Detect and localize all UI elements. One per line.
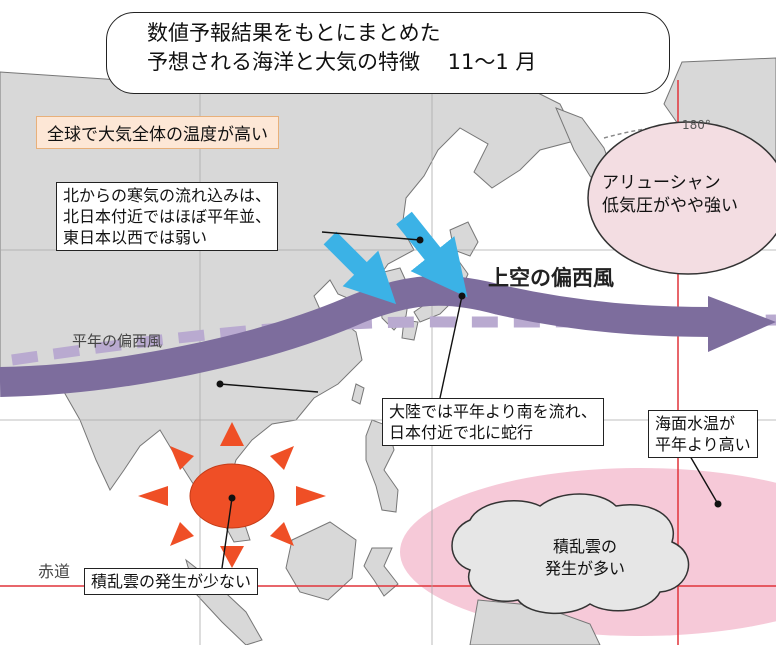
jet-stream-arrow	[0, 275, 713, 397]
convection-high-label: 積乱雲の 発生が多い	[540, 536, 630, 579]
global-note-text: 全球で大気全体の温度が高い	[47, 125, 268, 145]
cold-air-arrow	[323, 231, 397, 305]
convection-low-text: 積乱雲の発生が少ない	[91, 572, 252, 591]
jet-note-line-1: 大陸では平年より南を流れ、	[389, 402, 597, 421]
sst-box: 海面水温が 平年より高い	[648, 410, 758, 459]
title-line-1: 数値予報結果をもとにまとめた	[147, 21, 441, 45]
normal-jet-label: 平年の偏西風	[72, 332, 163, 350]
sst-line-1: 海面水温が	[655, 414, 736, 433]
convection-low-box: 積乱雲の発生が少ない	[84, 568, 259, 596]
leader-dots	[216, 236, 722, 508]
title-line-2: 予想される海洋と大気の特徴 11～1 月	[147, 50, 537, 75]
land-taiwan	[351, 383, 365, 405]
land-sulawesi	[363, 547, 399, 597]
sst-line-2: 平年より高い	[655, 435, 751, 455]
aleutian-low-label: アリューシャン 低気圧がやや強い	[602, 172, 738, 218]
aleutian-line-2: 低気圧がやや強い	[602, 195, 738, 216]
convection-high-line-2: 発生が多い	[544, 558, 625, 578]
cold-air-line-3: 東日本以西では弱い	[63, 228, 208, 248]
cold-air-line-2: 北日本付近ではほぼ平年並、	[63, 207, 272, 227]
aleutian-line-1: アリューシャン	[602, 173, 721, 193]
jet-stream-label: 上空の偏西風	[488, 266, 614, 290]
aleutian-low-area	[587, 121, 776, 275]
cold-air-box: 北からの寒気の流れ込みは、 北日本付近ではほぼ平年並、 東日本以西では弱い	[56, 182, 279, 252]
title-box: 数値予報結果をもとにまとめた 予想される海洋と大気の特徴 11～1 月	[106, 12, 670, 94]
land-borneo	[285, 521, 357, 601]
jet-note-box: 大陸では平年より南を流れ、 日本付近で北に蛇行	[382, 398, 604, 447]
cloud-icon	[451, 493, 690, 614]
convection-high-line-1: 積乱雲の	[552, 537, 617, 556]
global-note-box: 全球で大気全体の温度が高い	[36, 116, 279, 149]
leader-lines	[219, 231, 719, 569]
cold-air-line-1: 北からの寒気の流れ込みは、	[63, 186, 272, 205]
meridian-180-label: 180°	[682, 118, 711, 132]
jet-note-line-2: 日本付近で北に蛇行	[389, 423, 534, 443]
equator-label: 赤道	[38, 562, 71, 581]
jet-stream-arrow-head	[708, 296, 776, 352]
